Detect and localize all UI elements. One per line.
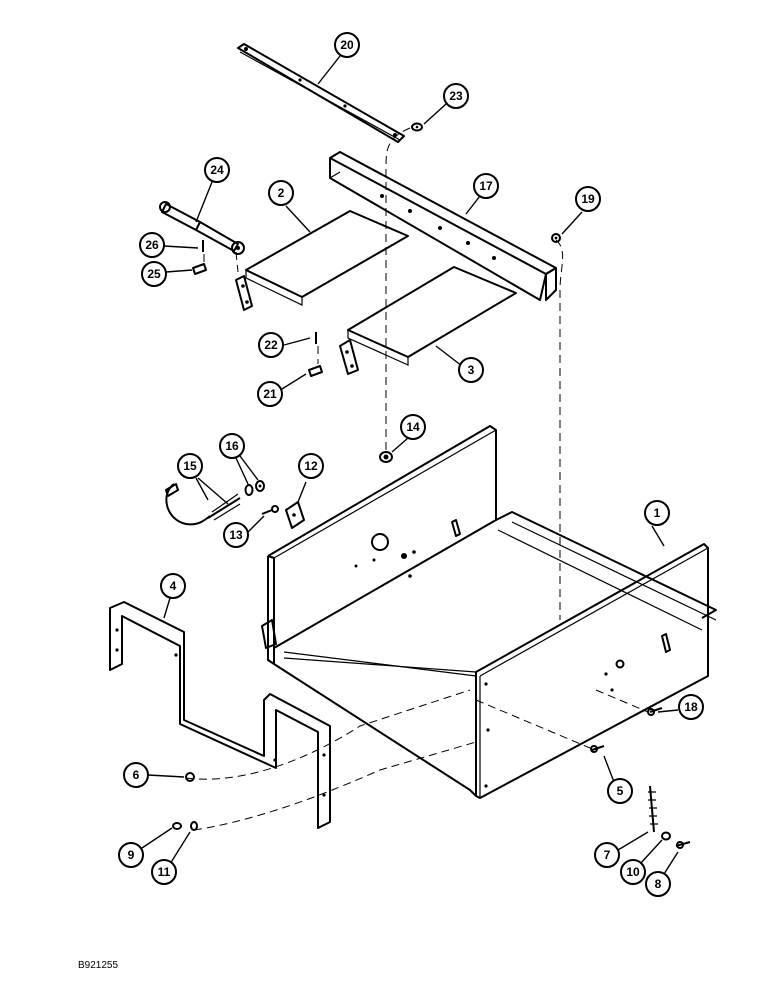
callouts: 20 23 24 2 17 19 26 25 22 3 21 14 16 15 … bbox=[118, 32, 704, 897]
callout-label: 19 bbox=[581, 192, 595, 206]
callout-7: 7 bbox=[594, 842, 620, 868]
washer-part-9 bbox=[172, 822, 182, 830]
callout-label: 8 bbox=[655, 877, 662, 891]
assembly-lines bbox=[185, 127, 649, 831]
callout-15: 15 bbox=[177, 453, 203, 479]
callout-4: 4 bbox=[160, 573, 186, 599]
callout-label: 20 bbox=[340, 38, 354, 52]
strap-part-20 bbox=[237, 43, 405, 143]
callout-2: 2 bbox=[268, 180, 294, 206]
callout-label: 12 bbox=[304, 459, 318, 473]
callout-21: 21 bbox=[257, 381, 283, 407]
callout-23: 23 bbox=[443, 83, 469, 109]
bolt-part-8 bbox=[675, 841, 691, 849]
cable-part-15 bbox=[165, 483, 241, 526]
callout-label: 21 bbox=[263, 387, 277, 401]
callout-label: 24 bbox=[210, 163, 224, 177]
callout-10: 10 bbox=[620, 859, 646, 885]
callout-label: 22 bbox=[264, 338, 278, 352]
grommet-part-14 bbox=[379, 451, 393, 463]
callout-label: 7 bbox=[604, 848, 611, 862]
box-part-1 bbox=[261, 425, 717, 799]
bolt-part-5 bbox=[590, 745, 605, 753]
washer-part-10 bbox=[661, 831, 671, 841]
washer-part-11 bbox=[190, 821, 198, 831]
callout-label: 25 bbox=[147, 267, 161, 281]
clevis-pin-part-25 bbox=[192, 263, 207, 275]
callout-label: 9 bbox=[128, 848, 135, 862]
callout-label: 18 bbox=[684, 700, 698, 714]
panel-part-3 bbox=[339, 266, 517, 375]
callout-9: 9 bbox=[118, 842, 144, 868]
callout-label: 6 bbox=[133, 768, 140, 782]
callout-label: 10 bbox=[626, 865, 640, 879]
callout-1: 1 bbox=[644, 500, 670, 526]
callout-6: 6 bbox=[123, 762, 149, 788]
callout-label: 14 bbox=[406, 420, 420, 434]
callout-label: 26 bbox=[145, 238, 159, 252]
rod-part-7 bbox=[648, 785, 658, 833]
callout-24: 24 bbox=[204, 157, 230, 183]
callout-18: 18 bbox=[678, 694, 704, 720]
callout-label: 13 bbox=[229, 528, 243, 542]
callout-26: 26 bbox=[139, 232, 165, 258]
callout-label: 16 bbox=[225, 439, 239, 453]
leader-lines bbox=[141, 55, 679, 875]
callout-label: 3 bbox=[468, 363, 475, 377]
callout-22: 22 bbox=[258, 332, 284, 358]
panel-part-2 bbox=[235, 210, 409, 311]
callout-label: 23 bbox=[449, 89, 463, 103]
washer-nut-part-16 bbox=[244, 480, 265, 496]
tube-bar-part-17 bbox=[329, 151, 557, 301]
callout-17: 17 bbox=[473, 173, 499, 199]
nut-part-6 bbox=[185, 772, 195, 782]
callout-12: 12 bbox=[298, 453, 324, 479]
washer-part-23 bbox=[411, 122, 423, 132]
callout-label: 1 bbox=[654, 506, 661, 520]
callout-label: 5 bbox=[617, 784, 624, 798]
bracket-part-12 bbox=[285, 501, 305, 529]
frame-part-4 bbox=[109, 601, 331, 829]
callout-20: 20 bbox=[334, 32, 360, 58]
callout-8: 8 bbox=[645, 871, 671, 897]
callout-14: 14 bbox=[400, 414, 426, 440]
screw-part-13 bbox=[261, 505, 279, 515]
callout-label: 11 bbox=[158, 865, 171, 879]
gas-strut-part-24 bbox=[159, 201, 245, 255]
callout-16: 16 bbox=[219, 433, 245, 459]
callout-25: 25 bbox=[141, 261, 167, 287]
callout-19: 19 bbox=[575, 186, 601, 212]
clevis-pin-part-21 bbox=[308, 365, 323, 377]
callout-label: 17 bbox=[479, 179, 493, 193]
nut-part-19 bbox=[551, 233, 561, 243]
figure-reference: B921255 bbox=[78, 960, 118, 971]
callout-5: 5 bbox=[607, 778, 633, 804]
callout-11: 11 bbox=[151, 859, 177, 885]
callout-3: 3 bbox=[458, 357, 484, 383]
callout-label: 15 bbox=[183, 459, 197, 473]
callout-label: 4 bbox=[170, 579, 177, 593]
callout-label: 2 bbox=[278, 186, 285, 200]
callout-13: 13 bbox=[223, 522, 249, 548]
